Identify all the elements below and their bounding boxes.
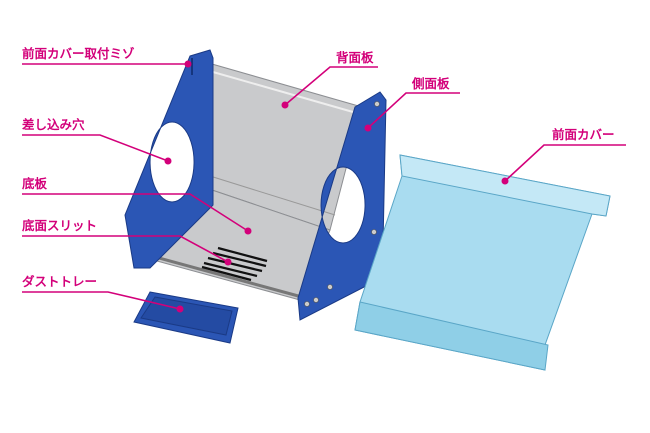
pointer-dot: [176, 305, 184, 313]
leader-line: [22, 134, 169, 162]
front-cover-top: [399, 154, 611, 217]
pointer-dot: [364, 124, 372, 132]
leader-line: [22, 193, 249, 232]
bottom-slits: [201, 246, 268, 282]
label-cover-groove: 前面カバー取付ミゾ: [22, 46, 135, 61]
pointer-dot: [164, 157, 172, 165]
leader-line: [504, 144, 626, 182]
label-front-cover: 前面カバー: [552, 127, 615, 142]
dust-tray-inner: [140, 296, 233, 336]
front-cover-bottom: [354, 301, 549, 371]
label-side-plate: 側面板: [411, 76, 450, 91]
pointer-dot: [501, 177, 509, 185]
screw-icons: [304, 101, 380, 307]
pointer-dot: [244, 227, 252, 235]
leader-line: [22, 235, 229, 263]
leader-line: [367, 92, 460, 129]
back-plate-rib: [205, 69, 361, 115]
pointer-dot: [224, 258, 232, 266]
leader-line: [22, 291, 181, 310]
pointer-dot: [281, 101, 289, 109]
pointer-dot: [184, 60, 192, 68]
leader-line: [284, 66, 378, 106]
label-bottom-slit: 底面スリット: [22, 218, 97, 233]
label-bottom-plate: 底板: [22, 176, 48, 191]
back-plate-rib: [209, 175, 336, 216]
label-back-plate: 背面板: [336, 50, 374, 65]
label-dust-tray: ダストトレー: [22, 274, 97, 289]
bottom-plate-edge: [136, 250, 303, 299]
label-insert-hole: 差し込み穴: [21, 117, 85, 132]
